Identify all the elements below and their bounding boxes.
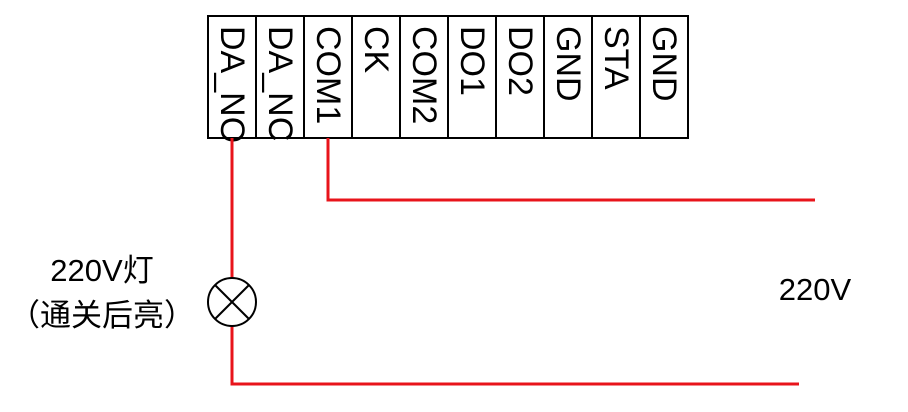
terminal-label-da-nc: DA_NC — [261, 26, 299, 141]
lamp-label-line1: 220V灯 — [50, 253, 153, 288]
lamp-x-circle-icon — [207, 277, 257, 327]
terminal-label-sta: STA — [597, 26, 635, 90]
lamp-label-line2: （通关后亮） — [9, 298, 195, 333]
supply-voltage-label: 220V — [779, 272, 852, 307]
wires — [230, 138, 815, 386]
terminal-label-gnd: GND — [645, 26, 683, 102]
terminal-block: DA_NO DA_NC COM1 CK COM2 DO1 DO2 GND STA GND — [207, 15, 689, 143]
terminal-labels: DA_NO DA_NC COM1 CK COM2 DO1 DO2 GND STA GND — [213, 26, 683, 143]
terminal-label-com1: COM1 — [309, 26, 347, 124]
terminal-dividers — [255, 16, 641, 138]
wire-lamp-to-supply — [230, 326, 799, 386]
wire-com1-to-supply — [326, 138, 815, 202]
terminal-label-com2: COM2 — [405, 26, 443, 124]
terminal-label-do2: DO2 — [501, 26, 539, 96]
terminal-label-ck: CK — [357, 26, 395, 74]
terminal-label-do1: DO1 — [453, 26, 491, 96]
terminal-label-gnd: GND — [549, 26, 587, 102]
terminal-label-da-no: DA_NO — [213, 26, 251, 143]
